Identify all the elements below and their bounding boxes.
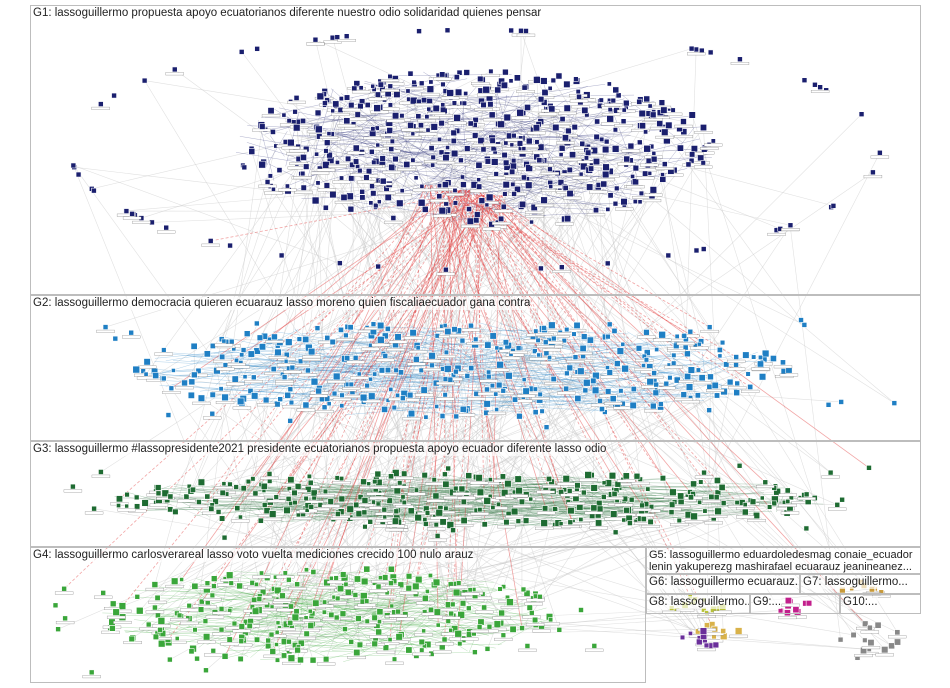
node-g8: [688, 631, 692, 635]
group-label-g9: G9:...: [753, 596, 781, 609]
group-label-g6: G6: lassoguillermo ecuarauz...: [649, 576, 797, 589]
node-g10: [889, 643, 895, 649]
node-g10: [894, 639, 900, 645]
node-g8: [713, 642, 719, 648]
node-g10: [888, 630, 906, 638]
group-label-g3: G3: lassoguillermo #lassopresidente2021 …: [33, 443, 606, 456]
node-g10: [838, 637, 843, 642]
node-g10: [851, 632, 857, 638]
node-g8: [680, 635, 685, 640]
group-label-g8: G8: lassoguillermo...: [649, 596, 749, 609]
node-g10: [862, 638, 867, 643]
group-label-g2: G2: lassoguillermo democracia quieren ec…: [33, 297, 530, 310]
group-box-g4: [30, 547, 646, 683]
group-label-g7: G7: lassoguillermo...: [803, 576, 908, 589]
group-box-g3: [30, 441, 921, 547]
node-g6: [730, 628, 748, 638]
group-box-g2: [30, 295, 921, 441]
node-g10: [875, 622, 881, 628]
node-g6: [721, 628, 726, 633]
group-label-g5: G5: lassoguillermo eduardoledesmag conai…: [649, 549, 917, 573]
node-g8: [700, 628, 707, 635]
group-label-g10: G10:...: [843, 596, 878, 609]
group-label-g4: G4: lassoguillermo carlosverareal lasso …: [33, 549, 473, 562]
group-box-g1: [30, 5, 921, 295]
group-label-g1: G1: lassoguillermo propuesta apoyo ecuat…: [33, 7, 541, 20]
